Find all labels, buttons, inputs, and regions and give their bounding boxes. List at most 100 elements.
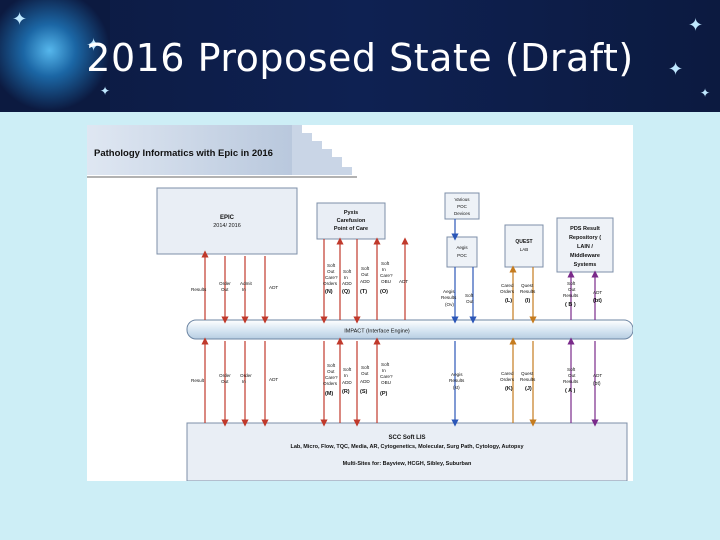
lbl-soft-out-1: Soft <box>465 293 474 298</box>
human-figure-image <box>0 0 110 112</box>
lbl-t-3: ADD <box>360 279 370 284</box>
lbl-o-3: Care? <box>380 273 393 278</box>
lbl-s-1: Soft <box>361 365 370 370</box>
lbl-a-3: Results <box>563 379 579 384</box>
lbl-st-2: Results <box>449 378 465 383</box>
lbl-s-3: ADD <box>360 379 370 384</box>
upper-connectors <box>201 219 599 324</box>
lbl-k-2: Orders <box>500 377 515 382</box>
lbl-p-4: OBU <box>381 380 391 385</box>
lbl-r-code: (R) <box>342 389 350 395</box>
lbl-t-2: Out <box>361 272 369 277</box>
epic-version: 2014/ 2016 <box>213 223 241 229</box>
pds-label-5: Systems <box>574 262 597 268</box>
lbl-s-2: Out <box>361 371 369 376</box>
lbl-aegis-results-1: Aegis <box>443 289 455 294</box>
lbl-n-3: Care? <box>325 275 338 280</box>
lbl-q-2: In <box>344 275 348 280</box>
lbl-st-3: (st) <box>453 385 460 390</box>
scc-title: SCC Soft LIS <box>389 435 426 441</box>
lbl-b-2: Out <box>568 287 576 292</box>
lbl-o-4: OBU <box>381 279 391 284</box>
banner-text: Pathology Informatics with Epic in 2016 <box>94 148 273 159</box>
quest-label-2: LAB <box>520 247 529 252</box>
pds-label-4: Middleware <box>570 253 600 259</box>
lbl-j-code: (J) <box>525 386 532 392</box>
lbl-l-code: (L) <box>505 298 512 304</box>
lbl-t-1: Soft <box>361 266 370 271</box>
lbl-p-2: In <box>382 368 386 373</box>
lbl-admit-in-2: In <box>242 287 246 292</box>
lbl-adt: ADT <box>269 285 278 290</box>
various-label-2: POC <box>457 204 468 209</box>
epic-label: EPIC <box>220 215 235 221</box>
lbl-order-out-1: Order <box>219 281 231 286</box>
lbl-k-1: Cared <box>501 371 514 376</box>
interface-engine-bus <box>186 319 634 340</box>
sparkle-icon: ✦ <box>86 35 102 55</box>
lbl-a-code: ( A ) <box>565 388 575 394</box>
lbl-lower-adt-bt-1: ADT <box>593 373 602 378</box>
sparkle-icon: ✦ <box>12 9 28 29</box>
lbl-p-1: Soft <box>381 362 390 367</box>
pyxis-label-1: Pyxis <box>344 210 358 216</box>
lbl-o-1: Soft <box>381 261 390 266</box>
lbl-soft-out-2: Out <box>466 299 474 304</box>
lower-connectors <box>201 337 599 427</box>
lbl-m-1: Soft <box>327 363 336 368</box>
lbl-p-code: (P) <box>380 391 388 397</box>
lbl-results: Results <box>191 287 207 292</box>
pyxis-label-3: Point of Care <box>334 226 368 232</box>
pyxis-label-2: Carefusion <box>337 218 366 224</box>
lbl-b-code: ( B ) <box>565 302 576 308</box>
lbl-a-2: Out <box>568 373 576 378</box>
pyxis-box <box>316 202 386 240</box>
lbl-s-code: (S) <box>360 389 368 395</box>
lbl-n-code: (N) <box>325 289 333 295</box>
lbl-i-2: Results <box>520 289 536 294</box>
lbl-m-3: Care? <box>325 375 338 380</box>
lbl-l-1: Cared <box>501 283 514 288</box>
lbl-aegis-results-3: (Ov) <box>445 302 454 307</box>
lbl-order-out-2: Out <box>221 287 229 292</box>
pds-label-2: Repository ( <box>569 235 601 241</box>
scc-lis-box <box>186 422 628 482</box>
pds-label-1: PDS Result <box>570 226 600 232</box>
lbl-adt-bt-1: ADT <box>593 290 602 295</box>
various-label-1: Various <box>455 197 471 202</box>
sparkle-icon: ✦ <box>688 15 704 35</box>
lbl-i-code: (I) <box>525 298 530 304</box>
lbl-n-4: Orders <box>323 281 338 286</box>
sparkle-icon: ✦ <box>100 84 111 98</box>
lbl-lower-order-in-1: Order <box>240 373 252 378</box>
diagram-canvas: Pathology Informatics with Epic in 2016 … <box>87 125 634 482</box>
lbl-j-1: Quest <box>521 371 534 376</box>
architecture-diagram: Pathology Informatics with Epic in 2016 … <box>87 125 634 482</box>
lbl-r-2: In <box>344 373 348 378</box>
lbl-q-code: (Q) <box>342 289 350 295</box>
lbl-admit-in-1: Admit <box>240 281 252 286</box>
upper-labels: Results Order Out Admit In ADT Soft Out … <box>191 261 602 308</box>
quest-label-1: QUEST <box>515 239 532 245</box>
lbl-m-2: Out <box>327 369 335 374</box>
pds-box <box>556 217 614 273</box>
lbl-a-1: Soft <box>567 367 576 372</box>
interface-engine-label: IMPACT (Interface Engine) <box>344 329 410 335</box>
aegis-poc-box <box>446 236 478 268</box>
lbl-lower-adt-bt-2: (bt) <box>593 381 601 387</box>
banner-steps <box>292 125 352 175</box>
various-poc-box <box>444 192 480 220</box>
lbl-m-code: (M) <box>325 391 333 397</box>
lbl-b-1: Soft <box>567 281 576 286</box>
aegis-label-2: POC <box>457 253 468 258</box>
banner-group: Pathology Informatics with Epic in 2016 <box>87 125 357 178</box>
lbl-adt-2: ADT <box>399 279 408 284</box>
pds-label-3: LAIN / <box>577 244 593 250</box>
lbl-st-1: Aegis <box>451 372 463 377</box>
lbl-k-code: (K) <box>505 386 513 392</box>
lbl-adt-bt-2: (bt) <box>593 298 602 304</box>
slide-header: ✦ ✦ ✦ ✦ ✦ ✦ 2016 Proposed State (Draft) <box>0 0 720 112</box>
banner-box <box>87 125 292 175</box>
lbl-o-2: In <box>382 267 386 272</box>
lbl-lower-order-in-2: In <box>242 379 246 384</box>
